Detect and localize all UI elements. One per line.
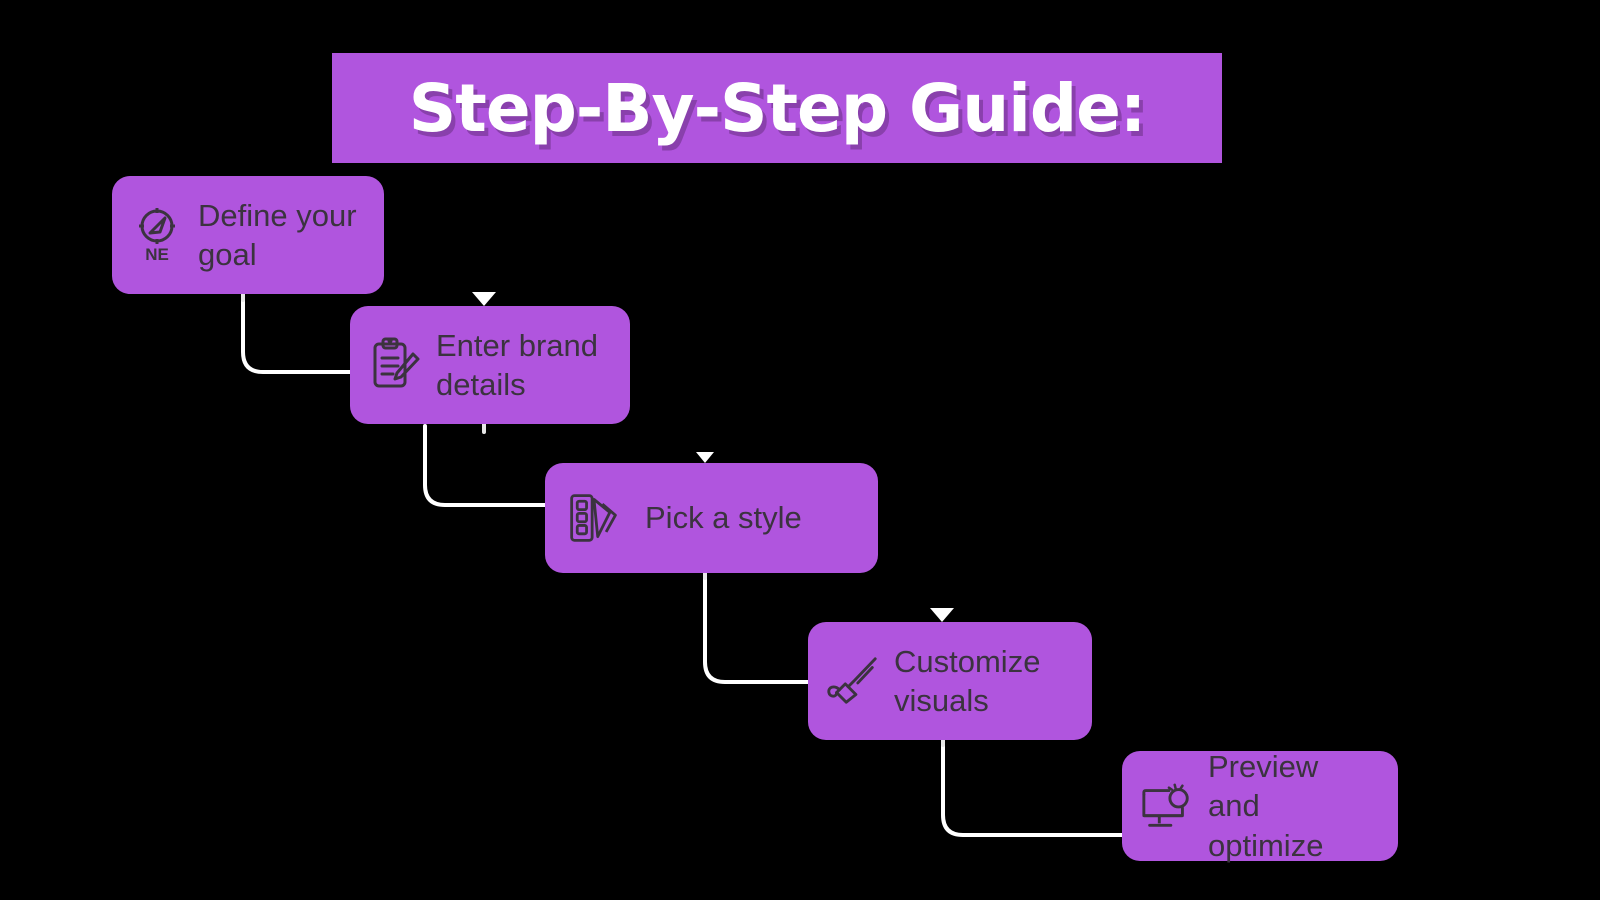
flow-step-label: Preview and optimize bbox=[1208, 749, 1324, 863]
arrow-head-icon bbox=[930, 608, 954, 622]
flow-step-label: Customize visuals bbox=[894, 643, 1041, 718]
flow-step-label: Enter brand details bbox=[436, 327, 598, 402]
title-banner: Step-By-Step Guide: bbox=[332, 53, 1222, 163]
compass-icon: NE bbox=[130, 205, 184, 265]
flow-step-define-your-goal[interactable]: NE Define your goal bbox=[112, 176, 384, 294]
page-title: Step-By-Step Guide: bbox=[408, 69, 1146, 147]
flow-step-enter-brand-details[interactable]: Enter brand details bbox=[350, 306, 630, 424]
monitor-optimize-icon bbox=[1140, 776, 1194, 836]
connector-4-to-5 bbox=[941, 733, 1124, 837]
compass-direction-label: NE bbox=[145, 245, 169, 263]
arrow-head-icon bbox=[472, 292, 496, 306]
flow-step-label: Pick a style bbox=[645, 500, 802, 536]
arrow-head-icon bbox=[696, 452, 714, 463]
flow-step-customize-visuals[interactable]: Customize visuals bbox=[808, 622, 1092, 740]
flow-step-preview-and-optimize[interactable]: Preview and optimize bbox=[1122, 749, 1398, 863]
flow-step-label: Define your goal bbox=[198, 197, 357, 272]
color-swatch-fan-icon bbox=[567, 488, 621, 548]
flow-step-pick-a-style[interactable]: Pick a style bbox=[545, 463, 878, 573]
clipboard-pencil-icon bbox=[368, 335, 422, 395]
paintbrush-icon bbox=[826, 651, 880, 711]
